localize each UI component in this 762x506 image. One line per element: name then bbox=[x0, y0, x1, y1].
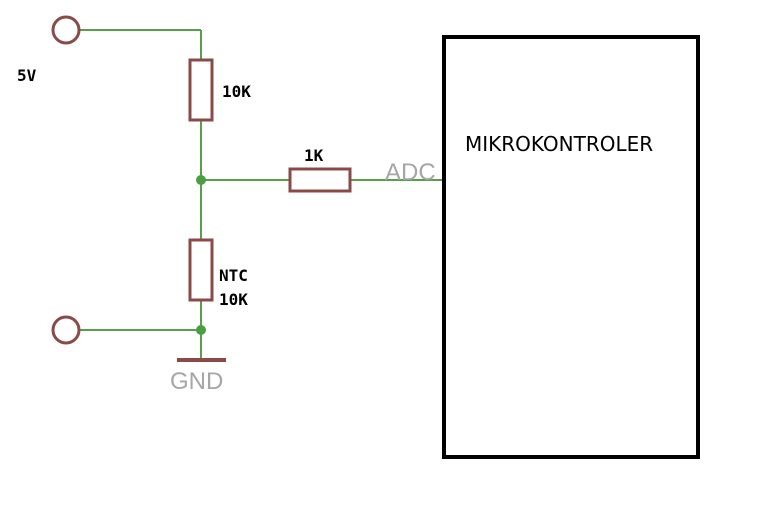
supply-terminal bbox=[51, 15, 81, 45]
supply-label: 5V bbox=[17, 66, 37, 85]
junction-divider-node bbox=[196, 175, 206, 185]
resistor-1k bbox=[288, 167, 352, 193]
ntc-thermistor bbox=[188, 238, 214, 302]
microcontroller-label: MIKROKONTROLER bbox=[465, 132, 653, 156]
r-series-label: 1K bbox=[304, 146, 324, 165]
junction-ground-node bbox=[196, 325, 206, 335]
resistor-10k bbox=[188, 58, 214, 122]
microcontroller-box bbox=[442, 35, 700, 459]
wires bbox=[79, 29, 444, 359]
ntc-label-line1: NTC bbox=[219, 266, 248, 285]
ground-label: GND bbox=[170, 368, 223, 395]
r-top-label: 10K bbox=[222, 82, 251, 101]
junctions bbox=[196, 175, 206, 335]
adc-label: ADC bbox=[385, 159, 436, 186]
ntc-label-line2: 10K bbox=[219, 290, 248, 309]
components bbox=[51, 15, 352, 362]
ground-terminal bbox=[51, 315, 81, 345]
